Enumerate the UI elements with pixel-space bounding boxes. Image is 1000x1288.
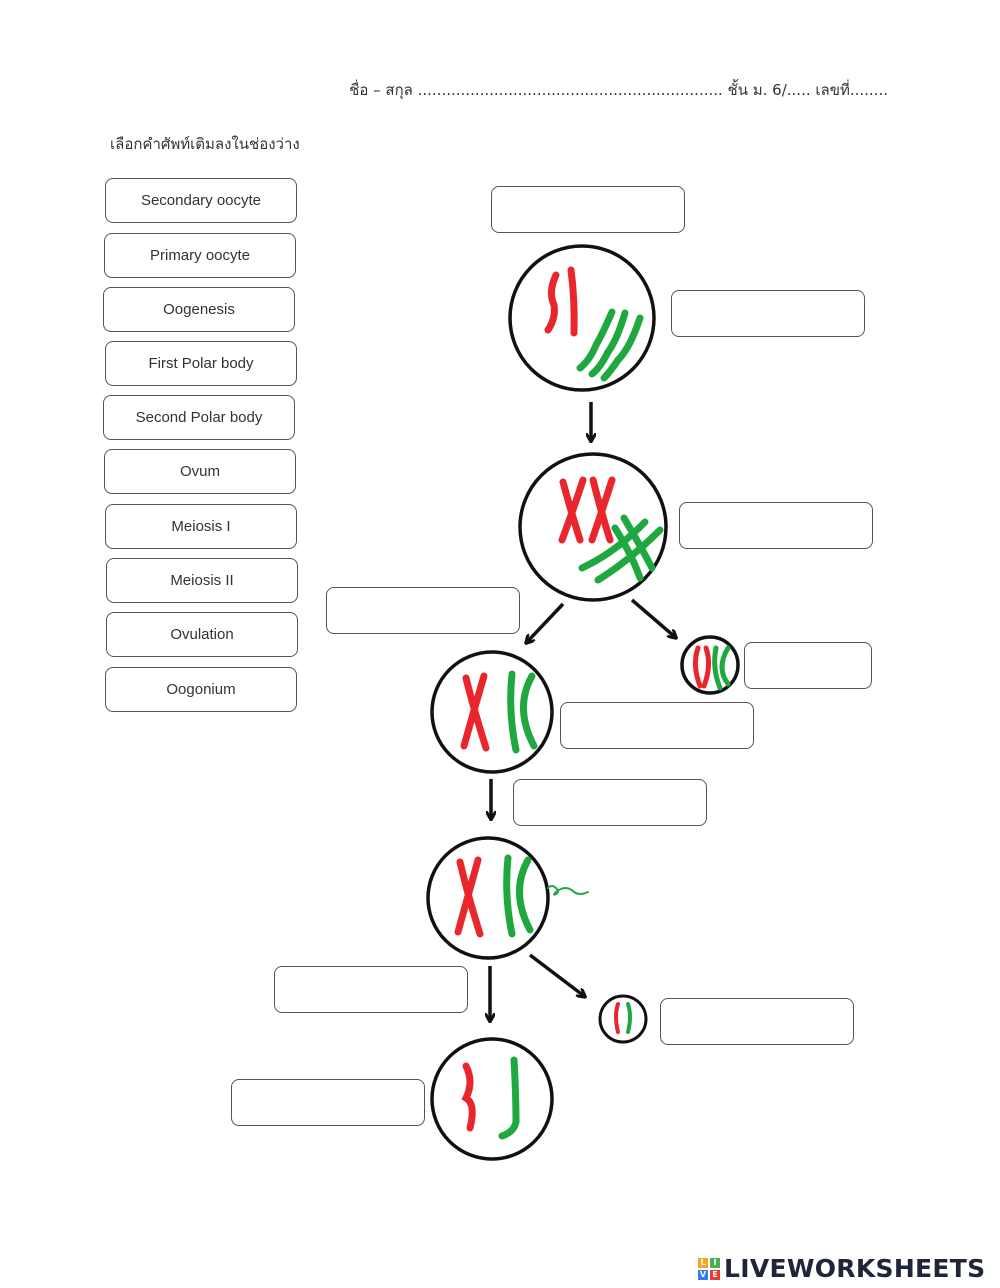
cell-primary-oocyte — [518, 452, 668, 602]
answer-blank-8[interactable] — [274, 966, 468, 1013]
liveworksheets-brand: L I V E LIVEWORKSHEETS — [698, 1254, 985, 1283]
arrow-to-second-polar-body — [528, 953, 584, 996]
term-second-polar-body[interactable]: Second Polar body — [103, 395, 295, 440]
term-first-polar-body[interactable]: First Polar body — [105, 341, 297, 386]
liveworksheets-logo-icon: L I V E — [698, 1257, 720, 1280]
brand-name: LIVEWORKSHEETS — [724, 1254, 986, 1283]
answer-blank-10[interactable] — [231, 1079, 425, 1126]
student-info-line: ชื่อ – สกุล ............................… — [349, 81, 888, 99]
cell-ovum — [430, 1037, 554, 1161]
answer-blank-4[interactable] — [326, 587, 520, 634]
term-secondary-oocyte[interactable]: Secondary oocyte — [105, 178, 297, 223]
answer-blank-6[interactable] — [560, 702, 754, 749]
cell-ovulated-oocyte — [426, 836, 589, 960]
arrow-to-secondary-oocyte — [527, 602, 565, 642]
answer-blank-3[interactable] — [679, 502, 873, 549]
answer-blank-7[interactable] — [513, 779, 707, 826]
instruction-text: เลือกคำศัพท์เติมลงในช่องว่าง — [110, 135, 300, 153]
cell-second-polar-body — [598, 994, 648, 1044]
answer-blank-1[interactable] — [491, 186, 685, 233]
answer-blank-2[interactable] — [671, 290, 865, 337]
term-oogonium[interactable]: Oogonium — [105, 667, 297, 712]
arrow-to-first-polar-body — [630, 598, 675, 637]
term-ovum[interactable]: Ovum — [104, 449, 296, 494]
answer-blank-9[interactable] — [660, 998, 854, 1045]
term-oogenesis[interactable]: Oogenesis — [103, 287, 295, 332]
sperm-icon — [547, 885, 589, 896]
term-primary-oocyte[interactable]: Primary oocyte — [104, 233, 296, 278]
cell-first-polar-body — [680, 635, 740, 695]
term-ovulation[interactable]: Ovulation — [106, 612, 298, 657]
cell-secondary-oocyte — [430, 650, 554, 774]
cell-oogonium — [508, 244, 656, 392]
answer-blank-5[interactable] — [744, 642, 872, 689]
term-meiosis-ii[interactable]: Meiosis II — [106, 558, 298, 603]
term-meiosis-i[interactable]: Meiosis I — [105, 504, 297, 549]
